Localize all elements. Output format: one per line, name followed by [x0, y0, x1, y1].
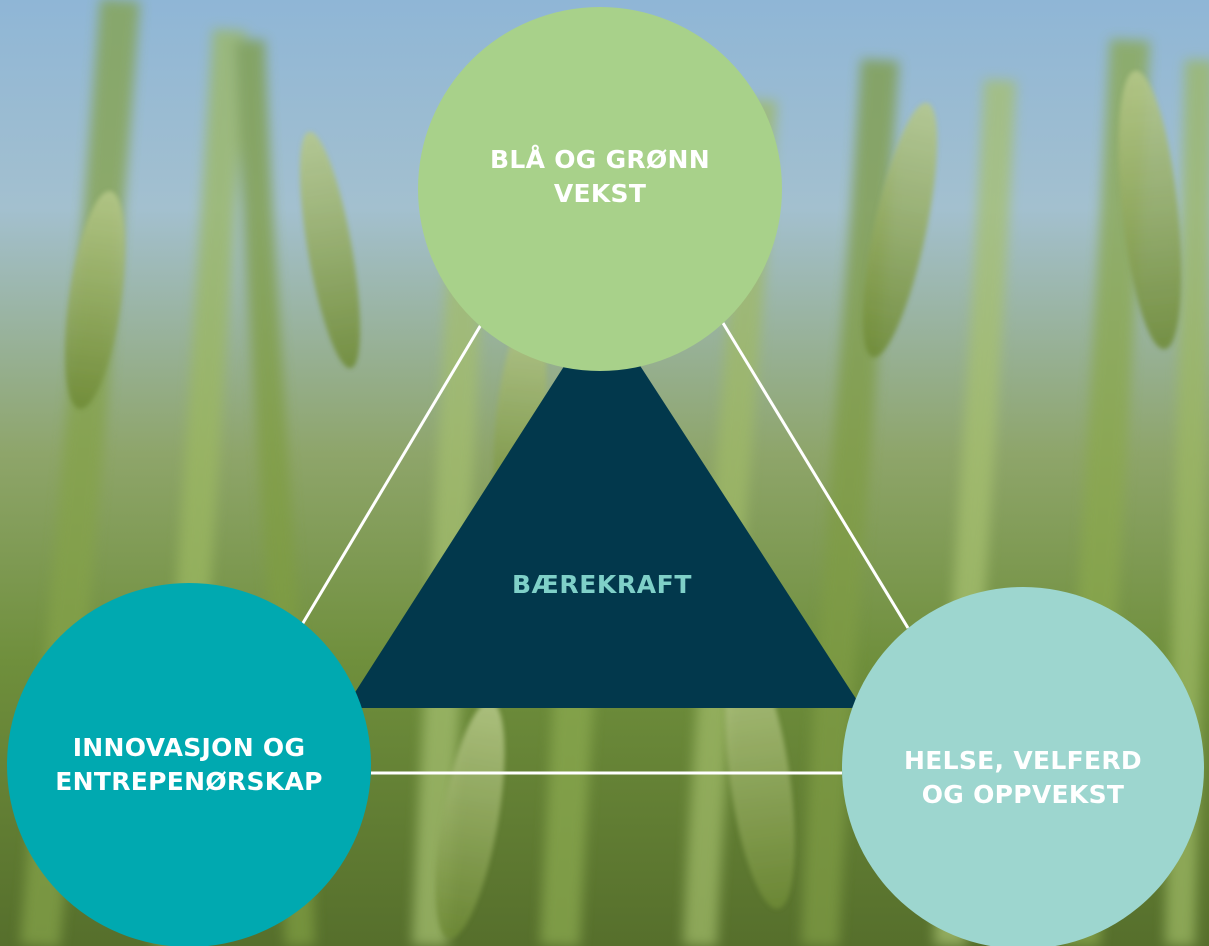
connector-top-left [298, 322, 484, 629]
center-triangle [345, 307, 862, 708]
connector-top-right [721, 322, 910, 629]
circle-label: HELSE, VELFERD OG OPPVEKST [904, 746, 1142, 809]
circle-innovasjon-og-entrepenorskap: INNOVASJON OG ENTREPENØRSKAP [7, 583, 371, 946]
center-label: BÆREKRAFT [511, 570, 692, 599]
circle-label: INNOVASJON OG ENTREPENØRSKAP [55, 733, 323, 796]
circle-helse-velferd-og-oppvekst: HELSE, VELFERD OG OPPVEKST [842, 587, 1204, 946]
circle-bla-og-gronn-vekst: BLÅ OG GRØNN VEKST [418, 7, 782, 371]
circle-label: BLÅ OG GRØNN VEKST [490, 145, 710, 208]
